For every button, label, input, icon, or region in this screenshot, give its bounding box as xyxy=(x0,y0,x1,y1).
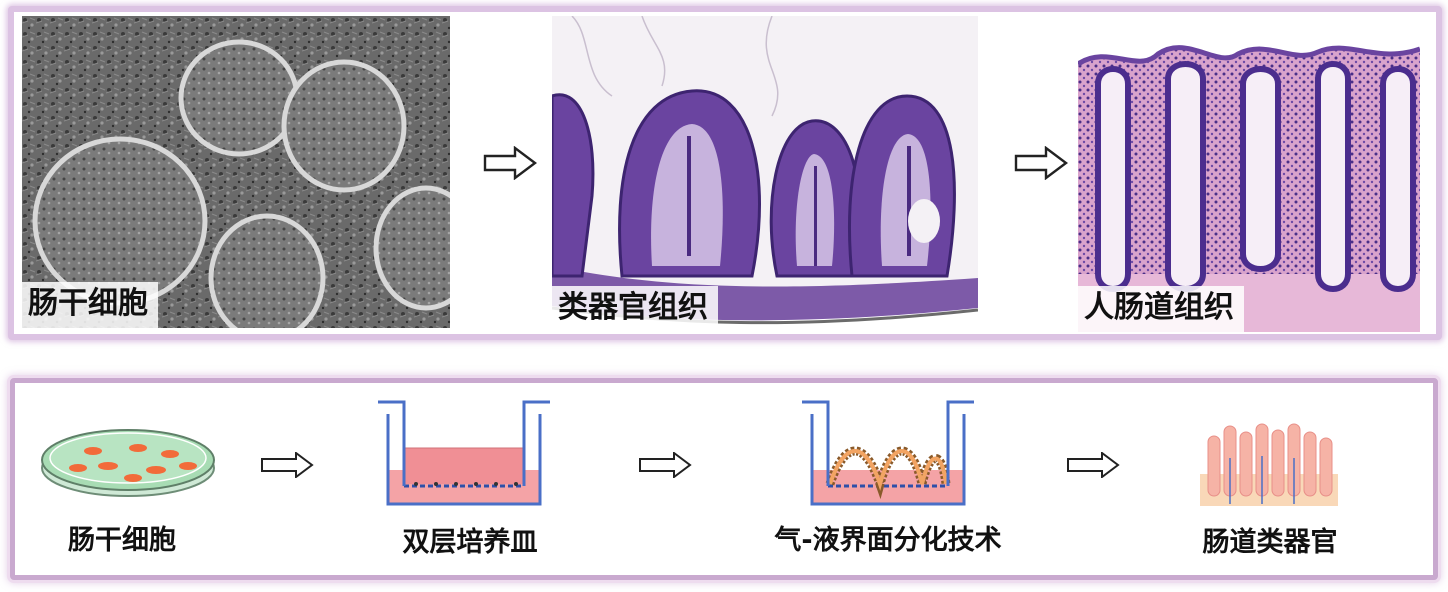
right-arrow-icon xyxy=(1014,146,1068,180)
right-arrow-icon xyxy=(483,146,537,180)
transwell-dish-icon xyxy=(378,400,550,506)
stem-cell-label: 肠干细胞 xyxy=(22,282,158,328)
step-ali-label: 气-液界面分化技术 xyxy=(774,525,1002,556)
right-arrow-icon xyxy=(1067,452,1120,478)
human-intestine-label: 人肠道组织 xyxy=(1078,286,1244,332)
right-arrow-icon xyxy=(261,452,314,478)
organoid-tissue-label: 类器官组织 xyxy=(552,286,718,332)
step-transwell-label: 双层培养皿 xyxy=(402,527,538,558)
organoid-histology-image: 类器官组织 xyxy=(552,16,978,332)
stem-cell-micrograph: 肠干细胞 xyxy=(22,16,450,328)
intestinal-organoid-icon xyxy=(1200,423,1338,506)
petri-dish-icon xyxy=(41,429,215,497)
right-arrow-icon xyxy=(639,452,692,478)
step-stem-cells-label: 肠干细胞 xyxy=(68,525,176,556)
step-organoid-label: 肠道类器官 xyxy=(1202,527,1338,558)
human-intestine-histology-image: 人肠道组织 xyxy=(1078,24,1420,332)
air-liquid-interface-icon xyxy=(802,400,974,506)
